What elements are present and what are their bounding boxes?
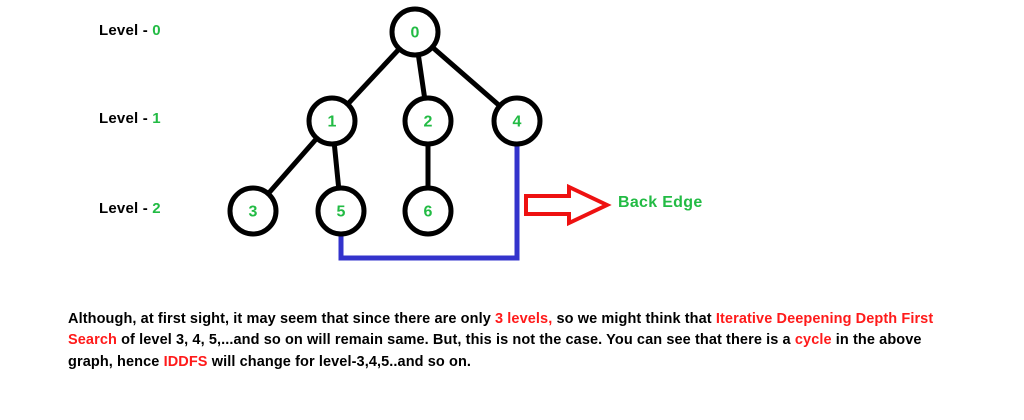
graph-edges-layer — [265, 44, 503, 197]
back-edge-5-4 — [338, 143, 520, 261]
level-label-2-number: 2 — [152, 200, 161, 217]
paragraph-segment-1: 3 levels, — [495, 310, 553, 327]
graph-node-2[interactable]: 2 — [402, 95, 454, 147]
graph-node-label-4: 4 — [513, 114, 522, 131]
graph-node-circle-4 — [491, 95, 543, 147]
graph-node-label-5: 5 — [337, 204, 346, 221]
back-edge-arrow-icon — [524, 183, 612, 227]
graph-edge-1-5 — [331, 142, 342, 190]
graph-node-4[interactable]: 4 — [491, 95, 543, 147]
back-edge-caption: Back Edge — [618, 194, 703, 211]
graph-node-5[interactable]: 5 — [315, 185, 367, 237]
graph-edge-0-1 — [345, 46, 402, 107]
graph-node-label-1: 1 — [328, 114, 337, 131]
graph-node-circle-0 — [389, 6, 441, 58]
paragraph-segment-4: of level 3, 4, 5,...and so on will remai… — [116, 332, 795, 348]
graph-nodes-layer: 0 1 2 4 3 5 6 — [227, 6, 543, 237]
explanation-paragraph: Although, at first sight, it may seem th… — [68, 309, 948, 374]
paragraph-segment-2: so we might think that — [552, 310, 716, 327]
paragraph-segment-7: IDDFS — [163, 353, 208, 370]
level-label-1: Level - 1 — [99, 110, 161, 127]
graph-node-circle-5 — [315, 185, 367, 237]
back-edge-layer — [338, 143, 520, 261]
graph-edge-0-4 — [429, 44, 503, 109]
graph-node-3[interactable]: 3 — [227, 185, 279, 237]
level-label-0-prefix: Level - — [99, 22, 153, 39]
graph-node-label-6: 6 — [424, 204, 433, 221]
level-label-1-number: 1 — [152, 110, 161, 127]
level-label-1-prefix: Level - — [99, 110, 153, 127]
graph-node-0[interactable]: 0 — [389, 6, 441, 58]
graph-node-circle-6 — [402, 185, 454, 237]
graph-edge-0-2 — [415, 53, 428, 100]
level-label-0-number: 0 — [152, 22, 161, 39]
graph-node-circle-2 — [402, 95, 454, 147]
graph-edge-1-3 — [265, 135, 320, 197]
level-label-0: Level - 0 — [99, 22, 161, 39]
paragraph-segment-0: Although, at first sight, it may seem th… — [68, 310, 495, 327]
graph-diagram: 0 1 2 4 3 5 6 — [227, 6, 612, 261]
graph-node-circle-3 — [227, 185, 279, 237]
graph-node-label-0: 0 — [411, 25, 420, 42]
graph-node-label-3: 3 — [249, 204, 258, 221]
paragraph-segment-6: in the above graph, hence — [68, 332, 922, 370]
graph-node-1[interactable]: 1 — [306, 95, 358, 147]
level-label-2-prefix: Level - — [99, 200, 153, 217]
paragraph-segment-5: cycle — [794, 332, 832, 348]
graph-node-circle-1 — [306, 95, 358, 147]
paragraph-segment-3: Iterative Deepening Depth First Search — [68, 310, 934, 349]
paragraph-segment-8: will change for level-3,4,5..and so on. — [207, 353, 472, 370]
level-label-2: Level - 2 — [99, 200, 161, 217]
graph-node-6[interactable]: 6 — [402, 185, 454, 237]
graph-node-label-2: 2 — [424, 114, 433, 131]
